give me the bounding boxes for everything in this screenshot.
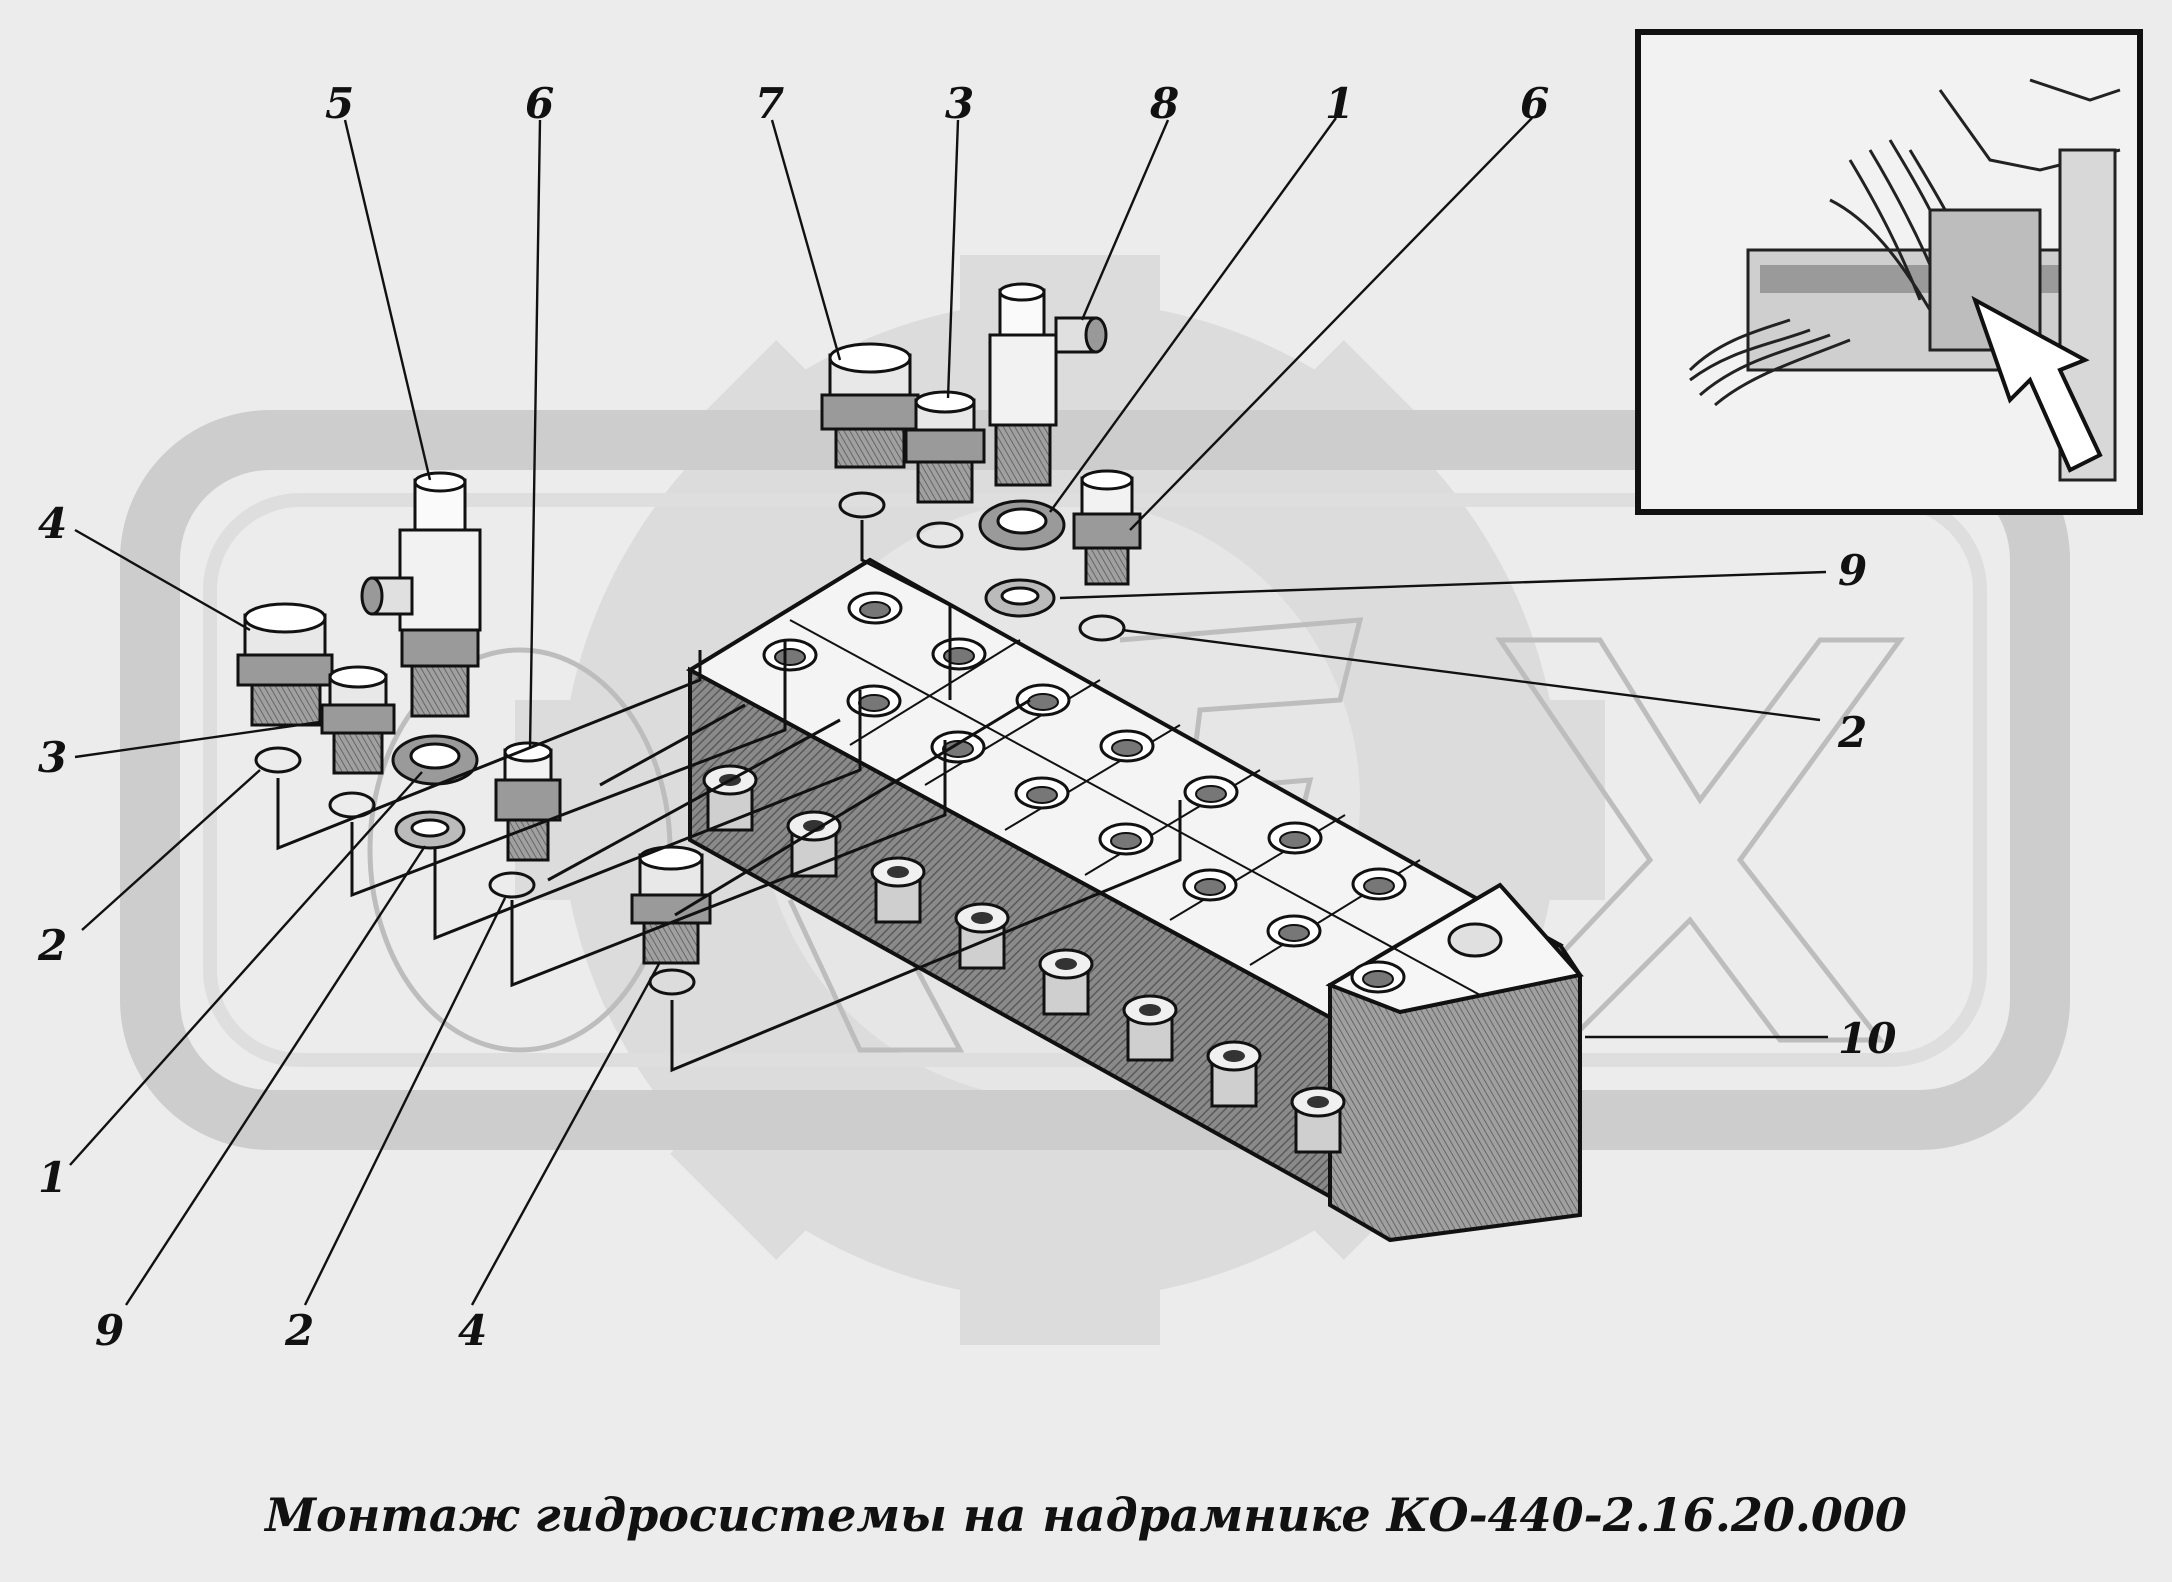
part-3-top [904, 390, 986, 504]
part-4-middle [630, 845, 712, 965]
callout-4: 4 [458, 1306, 487, 1355]
part-9-left [394, 810, 466, 850]
part-3-left [320, 665, 396, 775]
callout-1: 1 [38, 1153, 67, 1202]
side-port [1206, 1040, 1262, 1108]
top-port [931, 637, 987, 671]
part-1-top [978, 499, 1066, 551]
top-port [1266, 914, 1322, 948]
callout-4: 4 [38, 499, 67, 548]
inset-location-view [1635, 29, 2143, 515]
part-6-top [1072, 469, 1142, 586]
top-port [1267, 821, 1323, 855]
side-port [1290, 1086, 1346, 1154]
top-port [1098, 822, 1154, 856]
part-7 [820, 342, 920, 469]
callout-1: 1 [1325, 79, 1354, 128]
side-port [786, 810, 842, 878]
callout-3: 3 [945, 79, 974, 128]
callout-6: 6 [1520, 79, 1549, 128]
callout-5: 5 [325, 79, 354, 128]
part-9-top [984, 578, 1056, 618]
callout-9: 9 [95, 1306, 124, 1355]
part-8-tee [988, 282, 1108, 487]
leader-lines [69, 117, 1828, 1306]
top-port [1182, 868, 1238, 902]
top-port-group [762, 591, 1407, 994]
top-port [1014, 776, 1070, 810]
top-port [1099, 729, 1155, 763]
top-port [1350, 960, 1406, 994]
callout-9: 9 [1838, 546, 1867, 595]
callout-2: 2 [37, 921, 67, 970]
part-4-left [236, 602, 334, 727]
top-port [846, 684, 902, 718]
callout-labels: 5 6 7 3 8 1 6 4 3 2 9 2 10 1 9 2 4 [37, 79, 1896, 1355]
top-port [930, 730, 986, 764]
side-port-group [702, 764, 1346, 1154]
callout-3: 3 [38, 733, 67, 782]
callout-2: 2 [284, 1306, 314, 1355]
callout-10: 10 [1838, 1014, 1896, 1063]
top-port [1015, 683, 1071, 717]
assembly-paths [276, 520, 1182, 1073]
top-port [762, 638, 818, 672]
top-port [847, 591, 903, 625]
side-port [1038, 948, 1094, 1016]
manifold-block [685, 557, 1584, 1243]
top-port [1183, 775, 1239, 809]
figure-caption: Монтаж гидросистемы на надрамнике КО-440… [265, 1488, 1907, 1542]
part-1-left [391, 734, 479, 786]
side-port [954, 902, 1010, 970]
side-port [870, 856, 926, 924]
callout-7: 7 [755, 79, 784, 128]
top-port [1351, 867, 1407, 901]
part-5-tee [360, 471, 482, 718]
callout-8: 8 [1149, 79, 1179, 128]
side-port [1122, 994, 1178, 1062]
fittings [236, 282, 1142, 996]
callout-6: 6 [525, 79, 554, 128]
callout-2: 2 [1837, 708, 1867, 757]
